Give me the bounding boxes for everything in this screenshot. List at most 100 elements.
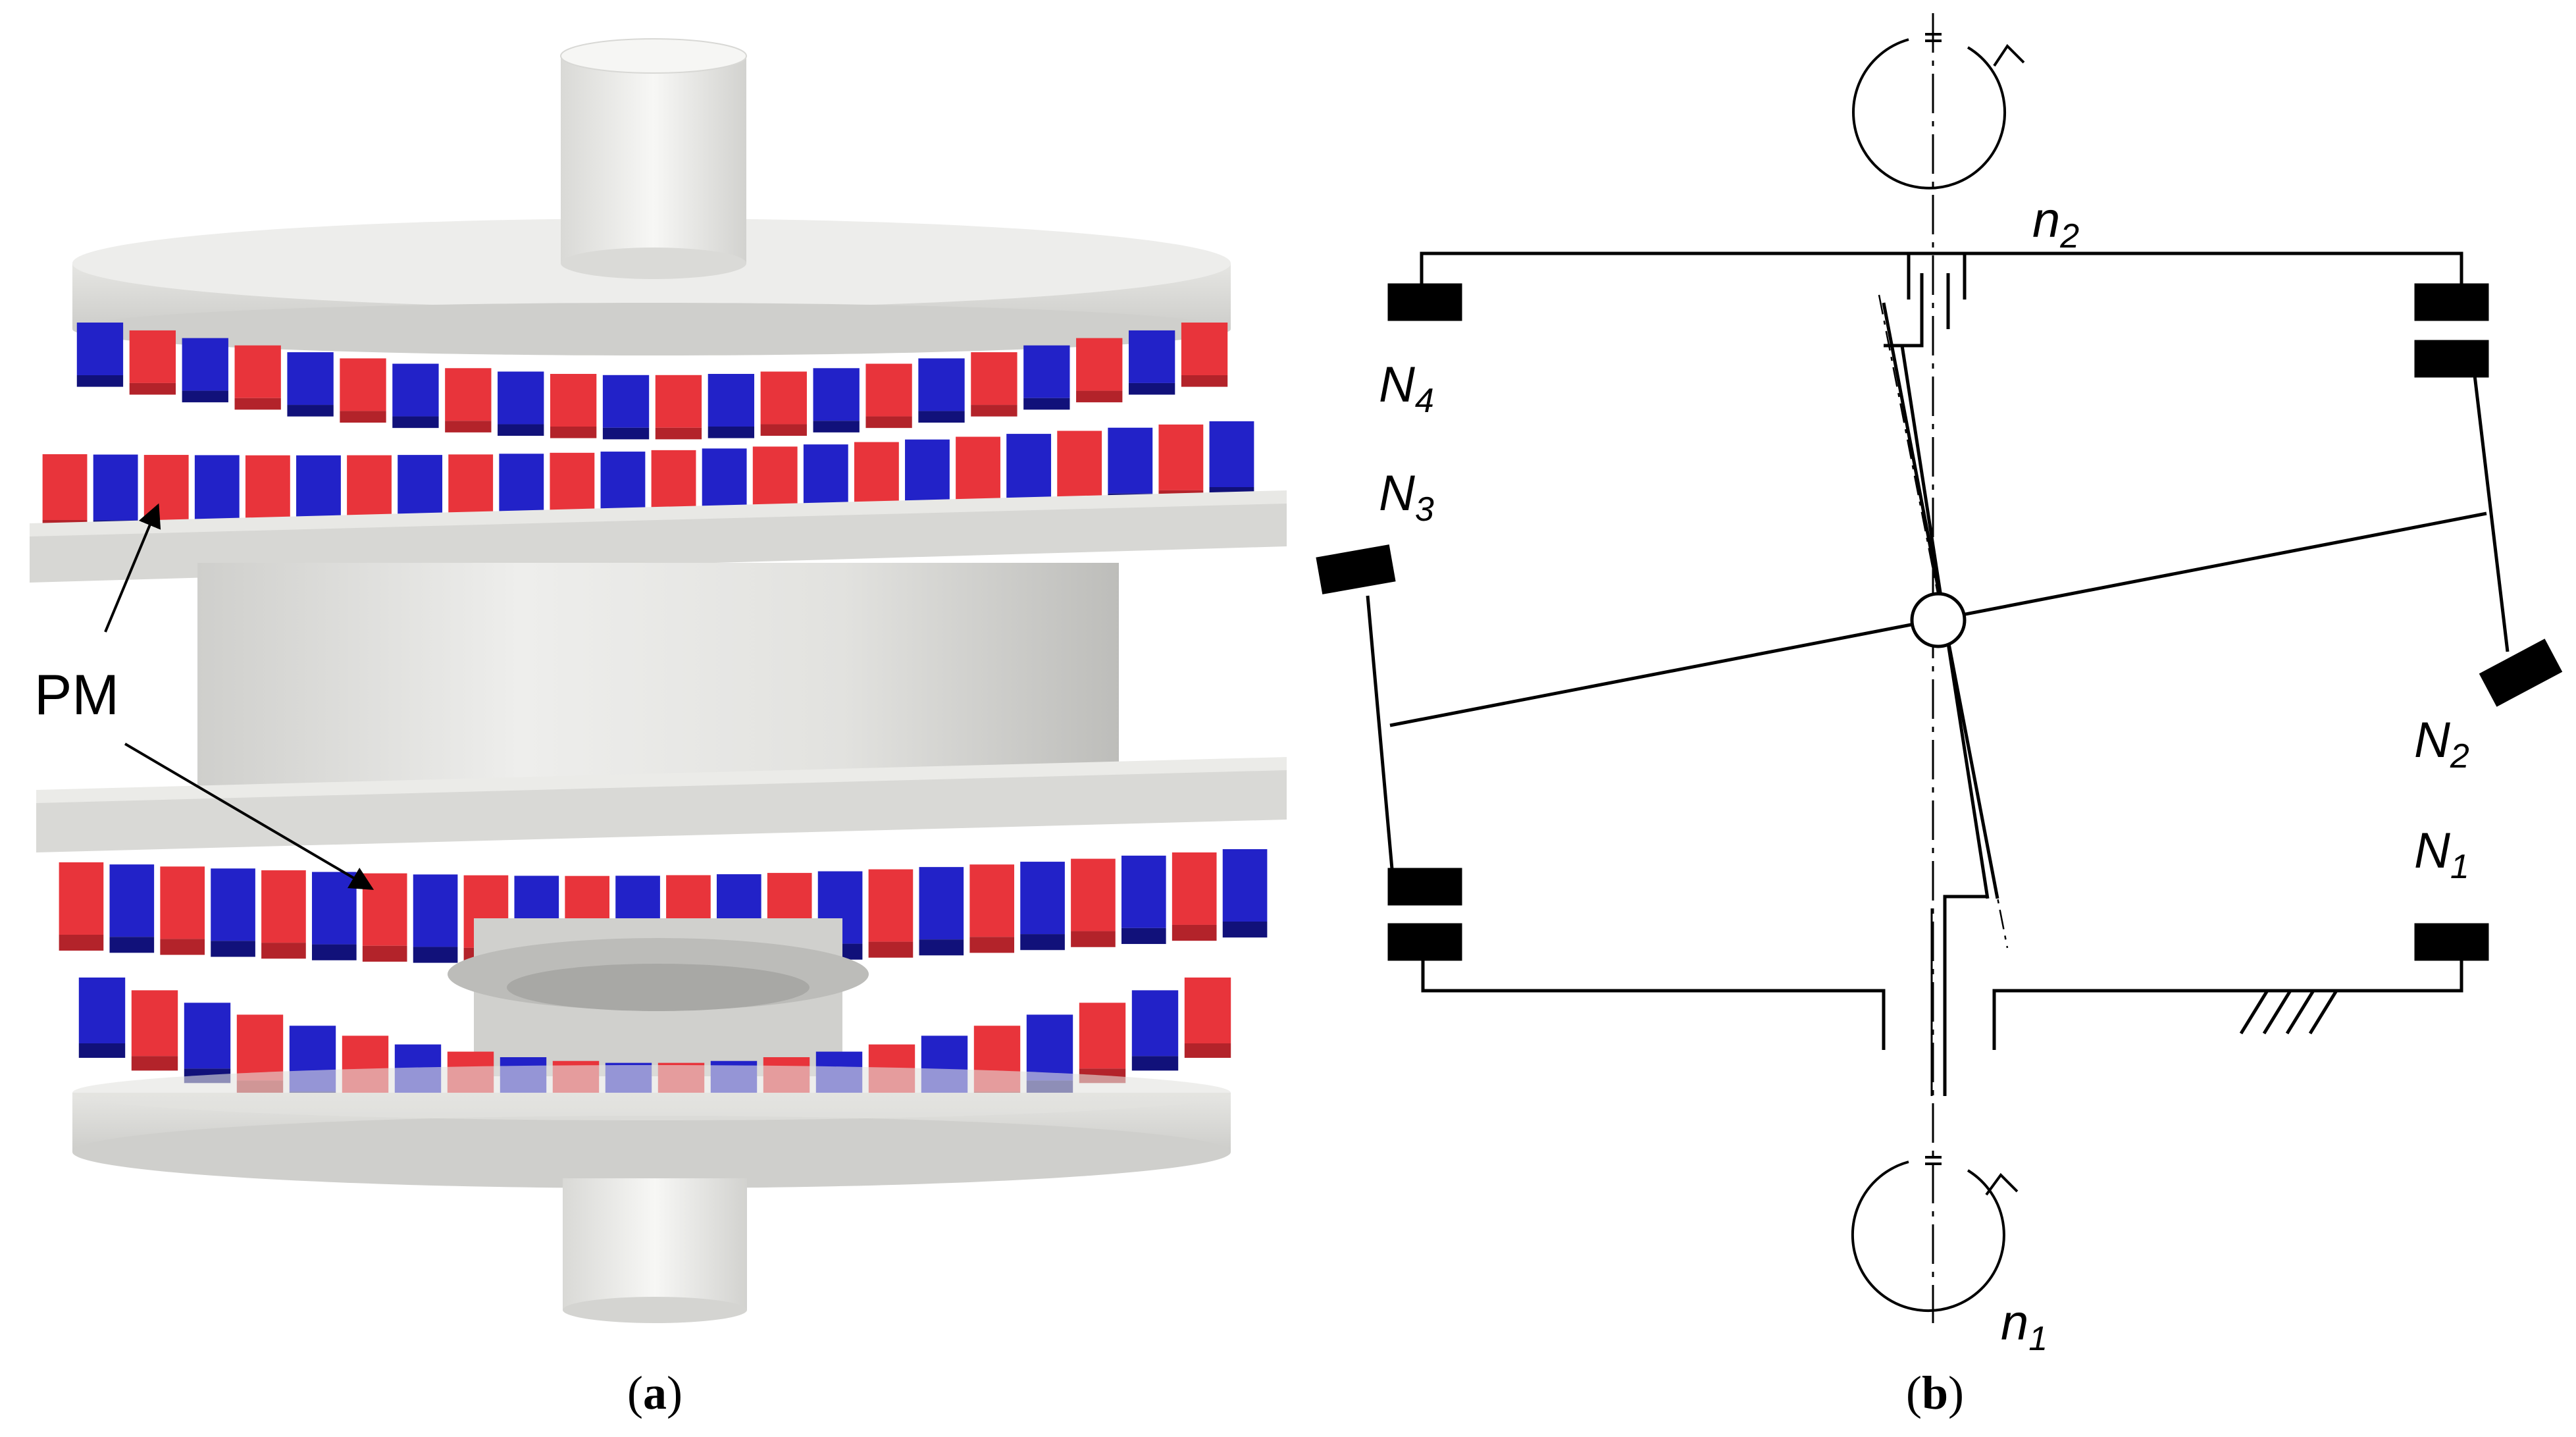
- magnet-blue-side: [78, 1043, 126, 1058]
- magnet-red-side: [1172, 924, 1217, 941]
- magnet-blue: [287, 352, 334, 405]
- bearing-N3: [1316, 544, 1396, 594]
- pm-arrow-upper: [104, 503, 161, 633]
- magnet-blue-side: [287, 405, 334, 417]
- magnet-red-side: [59, 935, 104, 951]
- magnet-blue-side: [813, 421, 860, 432]
- magnet-blue: [1006, 434, 1052, 500]
- magnet-blue: [803, 444, 848, 511]
- magnet-blue: [398, 455, 443, 521]
- magnet-red: [1172, 852, 1217, 925]
- ground-hatch: [2239, 989, 2338, 1035]
- magnet-blue-side: [392, 416, 439, 429]
- magnet-red-side: [1184, 1043, 1231, 1058]
- lower-middle-plate: [36, 757, 1287, 852]
- left-arm: [1366, 595, 1394, 870]
- caption-b: (b): [1906, 1367, 1964, 1419]
- rotation-circle-top: [1852, 38, 2006, 190]
- magnet-blue-side: [1131, 1056, 1179, 1071]
- right-arm: [2473, 375, 2510, 652]
- magnet-red-side: [865, 416, 912, 429]
- central-cylinder: [197, 563, 1119, 787]
- magnet-blue: [498, 371, 544, 425]
- magnet-blue-side: [211, 941, 255, 957]
- magnet-red: [760, 371, 807, 425]
- label-N2: N2: [2414, 712, 2469, 775]
- magnet-blue: [499, 454, 544, 520]
- magnet-red-side: [868, 941, 914, 958]
- bearings: [1316, 283, 2563, 961]
- label-N3: N3: [1379, 465, 1434, 529]
- magnet-red-side: [550, 426, 597, 438]
- magnet-red: [752, 446, 798, 513]
- magnet-red: [854, 442, 899, 508]
- magnet-blue: [93, 454, 138, 521]
- output-frame-top: [1420, 251, 2463, 348]
- bottom-shaft: [563, 1178, 747, 1323]
- magnet-blue: [109, 864, 155, 937]
- pm-label: PM: [34, 664, 119, 727]
- magnet-red: [236, 1014, 284, 1081]
- rotation-indicator-n1: [1851, 1156, 2019, 1313]
- magnet-blue: [1020, 862, 1065, 935]
- magnet-red: [59, 862, 104, 935]
- magnet-blue: [182, 338, 228, 391]
- magnet-red: [1071, 858, 1116, 931]
- magnet-blue: [1222, 849, 1268, 922]
- magnet-blue-side: [498, 424, 544, 436]
- magnet-blue: [311, 872, 357, 945]
- magnet-blue: [413, 874, 458, 947]
- magnet-blue-side: [413, 947, 458, 963]
- panel-b-kinematic-diagram: [1316, 13, 2563, 1323]
- magnet-red: [143, 455, 189, 521]
- magnet-blue-side: [1121, 928, 1166, 945]
- magnet-red: [347, 455, 392, 521]
- caption-a: (a): [627, 1367, 683, 1419]
- central-hinge: [1910, 592, 1967, 648]
- magnet-blue: [76, 323, 124, 375]
- magnet-blue: [1209, 421, 1254, 487]
- magnet-red: [245, 455, 290, 521]
- top-magnet-ring: [76, 323, 1228, 440]
- magnet-red-side: [1071, 931, 1116, 947]
- magnet-red: [129, 330, 176, 383]
- magnet-blue: [211, 868, 255, 941]
- magnet-blue: [602, 375, 650, 428]
- magnet-blue-side: [602, 427, 650, 440]
- magnet-blue-side: [1020, 934, 1065, 951]
- magnet-red: [1079, 1003, 1126, 1069]
- magnet-red-side: [969, 937, 1015, 953]
- magnet-blue: [1128, 330, 1175, 383]
- panel-b-labels: n2 N4 N3 N2 N1 n1: [1379, 192, 2469, 1358]
- magnet-blue: [78, 978, 126, 1043]
- magnet-blue: [1121, 855, 1166, 928]
- bottom-disc: [72, 1065, 1231, 1188]
- magnet-red-side: [1181, 375, 1228, 387]
- magnet-red: [1181, 323, 1228, 375]
- magnet-red: [445, 368, 492, 421]
- caption-b-letter: b: [1922, 1367, 1948, 1419]
- magnet-blue: [194, 455, 240, 521]
- magnet-red: [362, 873, 407, 946]
- magnet-blue: [600, 452, 646, 518]
- magnet-red: [160, 866, 205, 939]
- magnet-blue-side: [708, 426, 755, 438]
- bearing-N4: [1387, 283, 1462, 321]
- magnet-red-side: [129, 382, 176, 395]
- magnet-red: [971, 352, 1018, 405]
- magnet-blue-side: [1023, 398, 1070, 410]
- magnet-blue: [296, 455, 341, 521]
- magnet-red: [340, 358, 386, 411]
- magnet-blue: [1023, 345, 1070, 398]
- pm-annotation: PM: [34, 503, 374, 890]
- magnet-red: [655, 375, 702, 428]
- input-frame-bottom: [1421, 895, 2463, 1096]
- magnet-blue: [905, 439, 950, 506]
- magnet-blue: [919, 867, 964, 940]
- magnet-red: [234, 345, 281, 398]
- magnet-blue: [1108, 427, 1153, 494]
- magnet-red-side: [160, 939, 205, 955]
- magnet-blue: [184, 1003, 231, 1069]
